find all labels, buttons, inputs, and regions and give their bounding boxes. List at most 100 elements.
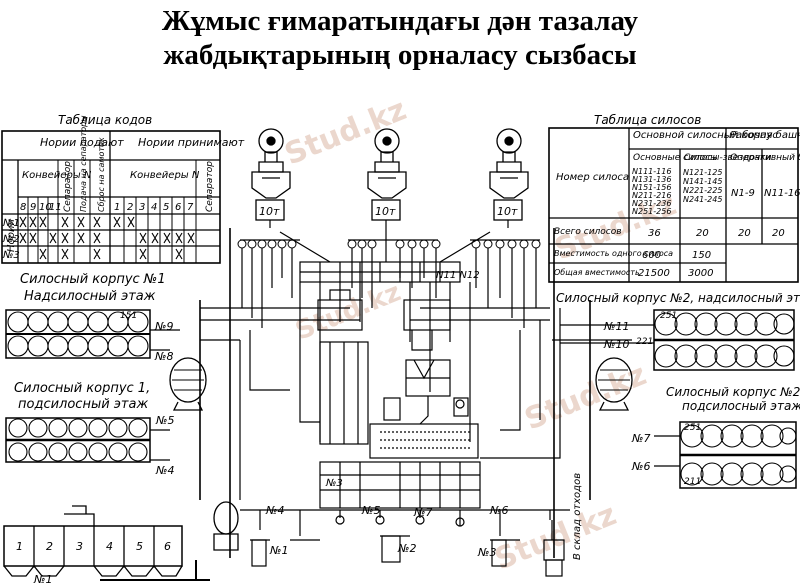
korpus-1: Силосный корпус №1 Надсилосный этаж Сило…: [5, 272, 207, 477]
korpus1-top-title: Силосный корпус №1: [20, 272, 166, 287]
watermark-5: Stud.kz: [291, 277, 405, 346]
codes-col-norii: Нории: [6, 219, 17, 252]
silo-total-1: 36: [648, 228, 661, 239]
bottom-bins: 1 2 3 4 5 6 №1: [3, 501, 239, 586]
label-n4: №4: [155, 464, 174, 477]
conv-left-num-3: 10: [39, 202, 52, 213]
label-n7: №7: [631, 432, 650, 445]
codes-head-left: Нории подают: [40, 136, 124, 149]
label-n9: №9: [154, 320, 173, 333]
korpus-2: Силосный корпус №2, надсилосный этаж 251…: [556, 291, 800, 489]
silo-table-title: Таблица силосов: [594, 113, 701, 127]
conv-right-num-3: 3: [139, 202, 145, 213]
codes-cross-marks: [19, 216, 195, 260]
silo-c3: N1-9: [731, 188, 755, 199]
codes-col-sep2: Подача на сепараторы: [79, 115, 88, 212]
silo-total-4: 20: [772, 228, 785, 239]
codes-table: Таблица кодов Нории подают Нории принима…: [1, 113, 245, 264]
silo-row-label: Номер силоса: [556, 172, 629, 183]
conv-right-num-2: 2: [127, 202, 133, 213]
silo-231-label: 221: [636, 337, 653, 347]
codes-head-right: Нории принимают: [138, 136, 245, 149]
watermark-1: Stud.kz: [280, 92, 411, 172]
conv-right-num-4: 4: [151, 202, 157, 213]
silo-251b-label: 251: [684, 423, 701, 433]
scheme-n3-small: №3: [325, 478, 343, 489]
silo-total-3: 20: [738, 228, 751, 239]
scale-label-2: 10т: [375, 205, 396, 218]
scale-label-1: 10т: [259, 205, 280, 218]
label-n6-bottom: №6: [489, 504, 508, 517]
elevator-heads: 10т 10т 10т: [251, 128, 529, 221]
conv-right-num-7: 7: [187, 202, 194, 213]
label-n5: №5: [155, 414, 174, 427]
label-n6: №6: [631, 460, 650, 473]
conv-left-num-4: 11: [49, 202, 62, 213]
label-sklad: В склад отходов: [572, 473, 583, 560]
label-n4-bottom: №4: [265, 504, 284, 517]
codes-row-1: №1: [2, 218, 20, 229]
codes-col-conv-left: Конвейеры N: [22, 170, 92, 181]
codes-col-conv-right: Конвейеры N: [130, 170, 200, 181]
label-n8: №8: [154, 350, 173, 363]
label-n10: №10: [603, 338, 629, 351]
bin-4: 4: [106, 540, 113, 553]
bin-2: 2: [46, 540, 53, 553]
building-outline: [199, 228, 591, 558]
silo-r-total: Всего силосов: [554, 227, 622, 237]
conv-right-num-1: 1: [114, 202, 120, 213]
silo-common-2: 3000: [688, 268, 713, 279]
conv-left-num-2: 9: [30, 202, 36, 213]
scale-label-3: 10т: [497, 205, 518, 218]
silo-151-label: 151: [120, 311, 137, 321]
silo-211-label: 211: [684, 477, 701, 487]
silo-cap-2: 150: [692, 250, 711, 261]
silo-sub-2: Силосы-звездочки: [684, 153, 772, 163]
n11-n12-label: N11 N12: [436, 270, 480, 281]
korpus2-top-title: Силосный корпус №2, надсилосный этаж: [556, 291, 800, 305]
codes-row-2: №2: [2, 234, 20, 245]
silo-251-label: 251: [660, 311, 677, 321]
silo-table: Таблица силосов Основной силосный корпус…: [548, 113, 800, 283]
codes-col-sep4: Сепаратор: [205, 161, 215, 212]
silo-common-1: 21500: [638, 268, 670, 279]
label-n1-bottom: №1: [269, 544, 288, 557]
label-n7-bottom: №7: [413, 506, 432, 519]
label-n11: №11: [603, 320, 629, 333]
codes-row-3: №3: [2, 250, 20, 261]
silo-r-cap: Вместимость одного силоса: [554, 249, 673, 258]
silo-sub-3: Оперативный бункер: [730, 153, 800, 163]
silo-c1-box: N111-116 N131-136 N151-156 N211-216 N231…: [632, 168, 672, 216]
korpus1-bot-subtitle: подсилосный этаж: [18, 397, 148, 412]
label-n3-bottom: №3: [477, 546, 496, 559]
label-n1-left: №1: [33, 573, 52, 586]
conv-right-num-5: 5: [163, 202, 169, 213]
korpus2-bot-subtitle: подсилосный этаж: [682, 399, 800, 413]
distribution-network: N11 N12 №3 №4 №5 №7: [200, 220, 632, 577]
silo-c1: N111-116 N131-136 N151-156 N211-216 N231…: [632, 168, 672, 216]
watermark-4: Stud.kz: [490, 497, 621, 577]
silo-c2-box: N121-125 N141-145 N221-225 N241-245: [683, 168, 723, 204]
codes-col-sep1: Сепаратор: [63, 161, 73, 212]
bin-6: 6: [164, 540, 171, 553]
conv-right-num-6: 6: [175, 202, 181, 213]
title-line-2: жабдықтарының орналасу сызбасы: [163, 39, 637, 71]
silo-r-common: Общая вместимость: [554, 268, 640, 277]
korpus1-top-subtitle: Надсилосный этаж: [24, 289, 156, 304]
bin-3: 3: [76, 540, 83, 553]
silo-head-main: Основной силосный корпус: [633, 130, 778, 141]
silo-c4: N11-16: [764, 188, 800, 199]
bin-5: 5: [136, 540, 143, 553]
silo-total-2: 20: [696, 228, 709, 239]
codes-col-sep3: Сброс на самотёк: [97, 137, 106, 212]
label-n2-bottom: №2: [397, 542, 416, 555]
silo-cap-1: 600: [642, 250, 661, 261]
conv-left-num-1: 8: [20, 202, 26, 213]
silo-head-work: Рабочая башня: [730, 129, 800, 141]
silo-c2: N121-125 N141-145 N221-225 N241-245: [683, 168, 723, 204]
korpus2-bot-title: Силосный корпус №2,: [666, 385, 800, 399]
korpus1-bot-title: Силосный корпус 1,: [14, 381, 150, 396]
silo-sub-1: Основные силосы: [633, 153, 717, 163]
codes-table-title: Таблица кодов: [58, 113, 152, 127]
